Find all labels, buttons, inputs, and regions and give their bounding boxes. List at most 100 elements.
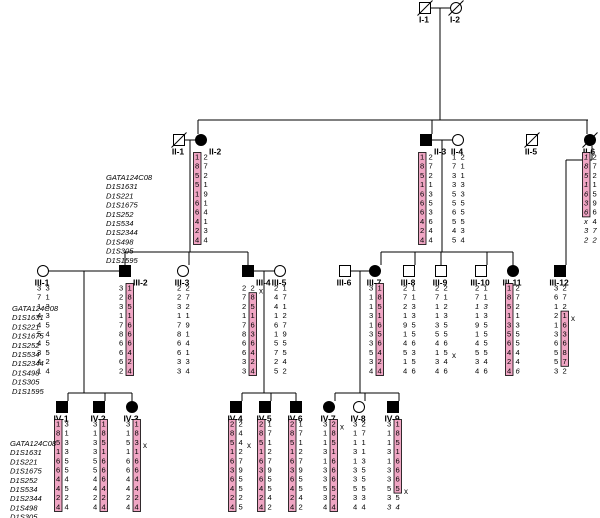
allele-value: 2	[420, 226, 424, 235]
allele-value: 8	[584, 162, 589, 171]
allele-value: 2	[429, 171, 433, 180]
deceased-slash	[524, 132, 540, 148]
allele-value: 1	[484, 284, 488, 293]
allele-value: 6	[119, 357, 123, 366]
marker-name: D1S305	[12, 378, 40, 387]
allele-value: x	[583, 217, 589, 226]
allele-value: 5	[332, 484, 336, 493]
allele-value: 6	[420, 189, 424, 198]
allele-value: 1	[119, 311, 123, 320]
allele-value: 1	[37, 302, 41, 311]
allele-value: 6	[135, 466, 139, 475]
allele-value: 6	[230, 475, 234, 484]
allele-value: 8	[56, 429, 60, 438]
allele-value: 5	[412, 330, 416, 339]
allele-value: 2	[230, 493, 234, 502]
allele-value: 1	[461, 162, 465, 171]
allele-value: 4	[195, 235, 199, 244]
allele-value: 5	[396, 438, 400, 447]
haplotype-bar	[228, 419, 237, 512]
allele-value: 5	[484, 339, 488, 348]
marker-name: D1S221	[106, 191, 133, 200]
allele-value: 6	[332, 466, 336, 475]
allele-value: 4	[251, 366, 255, 375]
allele-value: 2	[593, 171, 597, 180]
allele-value: 4	[135, 502, 139, 511]
allele-value: 1	[37, 366, 41, 375]
allele-value: 2	[119, 366, 123, 375]
allele-value: 5	[230, 438, 234, 447]
female-symbol	[126, 401, 138, 413]
allele-value: 8	[177, 330, 181, 339]
allele-value: 4	[435, 366, 439, 375]
female-symbol	[323, 401, 335, 413]
allele-value: 8	[563, 348, 567, 357]
allele-value: 6	[128, 320, 132, 329]
allele-value: 1	[186, 311, 190, 320]
allele-value: 4	[204, 208, 208, 217]
marker-name: D1S252	[10, 476, 38, 485]
male-symbol	[554, 265, 566, 277]
allele-value: 4	[93, 502, 97, 511]
marker-name: D1S305	[106, 247, 134, 256]
allele-value: 5	[444, 320, 448, 329]
allele-value: 4	[507, 366, 511, 375]
allele-value: 1	[56, 447, 60, 456]
allele-value: 5	[102, 438, 106, 447]
allele-value: 6	[119, 348, 123, 357]
allele-value: 1	[204, 199, 208, 208]
allele-value: 4	[429, 235, 433, 244]
allele-value: 2	[274, 284, 278, 293]
haplotype-bar	[560, 310, 569, 367]
allele-value: 5	[93, 466, 97, 475]
allele-value: 3	[323, 493, 327, 502]
allele-value: 6	[177, 348, 181, 357]
allele-value: 6	[242, 348, 246, 357]
allele-value: 6	[56, 466, 60, 475]
haplotype-bar	[393, 419, 402, 494]
allele-value: 5	[239, 502, 243, 511]
allele-value: 7	[429, 162, 433, 171]
allele-value: 1	[126, 429, 130, 438]
allele-value: 5	[362, 484, 366, 493]
allele-value: 7	[283, 293, 287, 302]
allele-value: 3	[507, 320, 511, 329]
allele-value: 1	[593, 180, 597, 189]
female-symbol	[369, 265, 381, 277]
allele-value: 1	[420, 180, 424, 189]
allele-value: 1	[332, 447, 336, 456]
allele-value: 6	[251, 339, 255, 348]
allele-value: 1	[475, 311, 479, 320]
marker-name: GATA124C08	[106, 173, 153, 182]
allele-value: 1	[369, 320, 373, 329]
individual-id: IV-3	[123, 414, 138, 424]
allele-value: 1	[204, 217, 208, 226]
allele-value: 6	[516, 366, 521, 375]
allele-value: 1	[396, 447, 400, 456]
allele-value: 5	[484, 320, 488, 329]
allele-value: 5	[461, 208, 465, 217]
allele-value: 3	[65, 438, 69, 447]
allele-value: 4	[102, 502, 106, 511]
allele-value: 5	[195, 171, 199, 180]
allele-value: 3	[46, 311, 50, 320]
allele-value: 1	[299, 438, 303, 447]
allele-value: 6	[195, 208, 199, 217]
allele-value: 4	[420, 217, 424, 226]
allele-value: 3	[444, 311, 448, 320]
allele-value: 5	[452, 189, 456, 198]
allele-value: 4	[259, 502, 263, 511]
recombination-mark: x	[247, 441, 251, 450]
allele-value: 4	[65, 475, 69, 484]
allele-value: 5	[444, 348, 448, 357]
individual-id: III-3	[175, 278, 190, 288]
individual-id: II-5	[525, 147, 538, 157]
marker-name: D1S2344	[10, 494, 42, 503]
allele-value: 4	[362, 502, 366, 511]
allele-value: 3	[369, 311, 373, 320]
allele-value: 3	[119, 302, 123, 311]
